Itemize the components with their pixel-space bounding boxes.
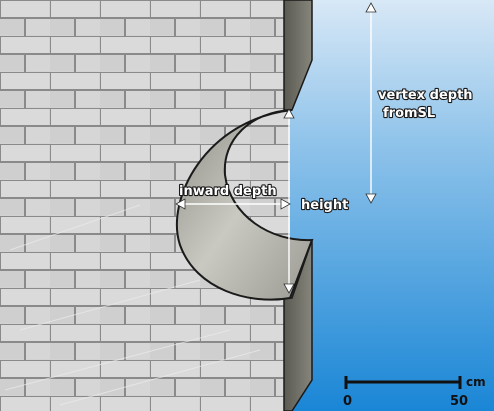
inward-depth-arrow [175,198,291,210]
scale-bar-start-label: 0 [343,394,352,409]
inward-depth-label: inward depth [179,184,277,199]
scale-bar-unit: cm [466,375,486,389]
lower-cliff-face [283,239,313,411]
upper-cliff-face [283,0,313,111]
brick-wall [0,0,290,411]
vertex-depth-arrow [365,2,377,204]
vertex-depth-label-line2: fromSL [383,106,435,121]
scale-bar: cm 0 50 [343,375,486,409]
height-label: height [301,198,348,213]
notch-shape [175,109,314,301]
wall-streaks [4,204,261,406]
height-arrow [283,108,295,294]
scale-bar-end-label: 50 [450,394,468,409]
vertex-depth-label-line1: vertex depth [378,88,473,103]
